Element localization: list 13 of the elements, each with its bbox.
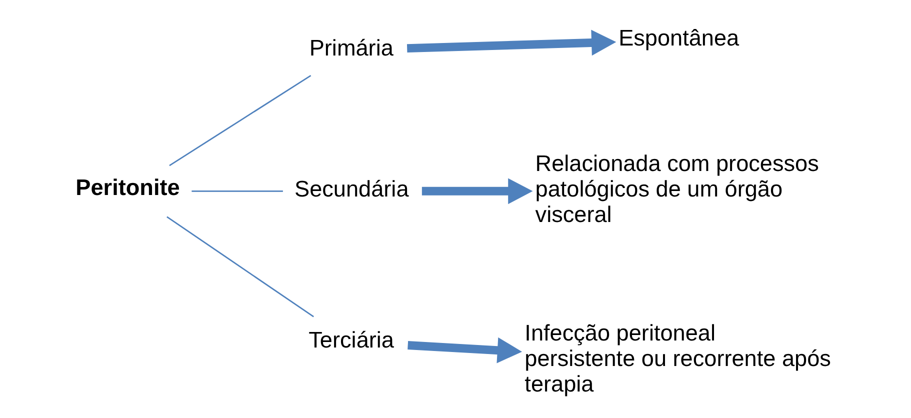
node-text: Terciária <box>308 327 394 352</box>
arrow <box>406 29 616 56</box>
connector <box>192 190 283 192</box>
node-text: Secundária <box>294 176 409 202</box>
arrow <box>408 336 522 363</box>
node-text: Relacionada com processos patológicos de um órgão visceral <box>535 150 819 226</box>
node-text: Infecção peritoneal persistente ou recorrente após terapia <box>524 320 831 396</box>
node-text: Primária <box>309 34 394 60</box>
connector <box>169 74 312 166</box>
arrow <box>422 178 533 204</box>
node-text: Espontânea <box>618 24 740 50</box>
node-text: Peritonite <box>76 174 180 200</box>
connector <box>166 216 314 317</box>
